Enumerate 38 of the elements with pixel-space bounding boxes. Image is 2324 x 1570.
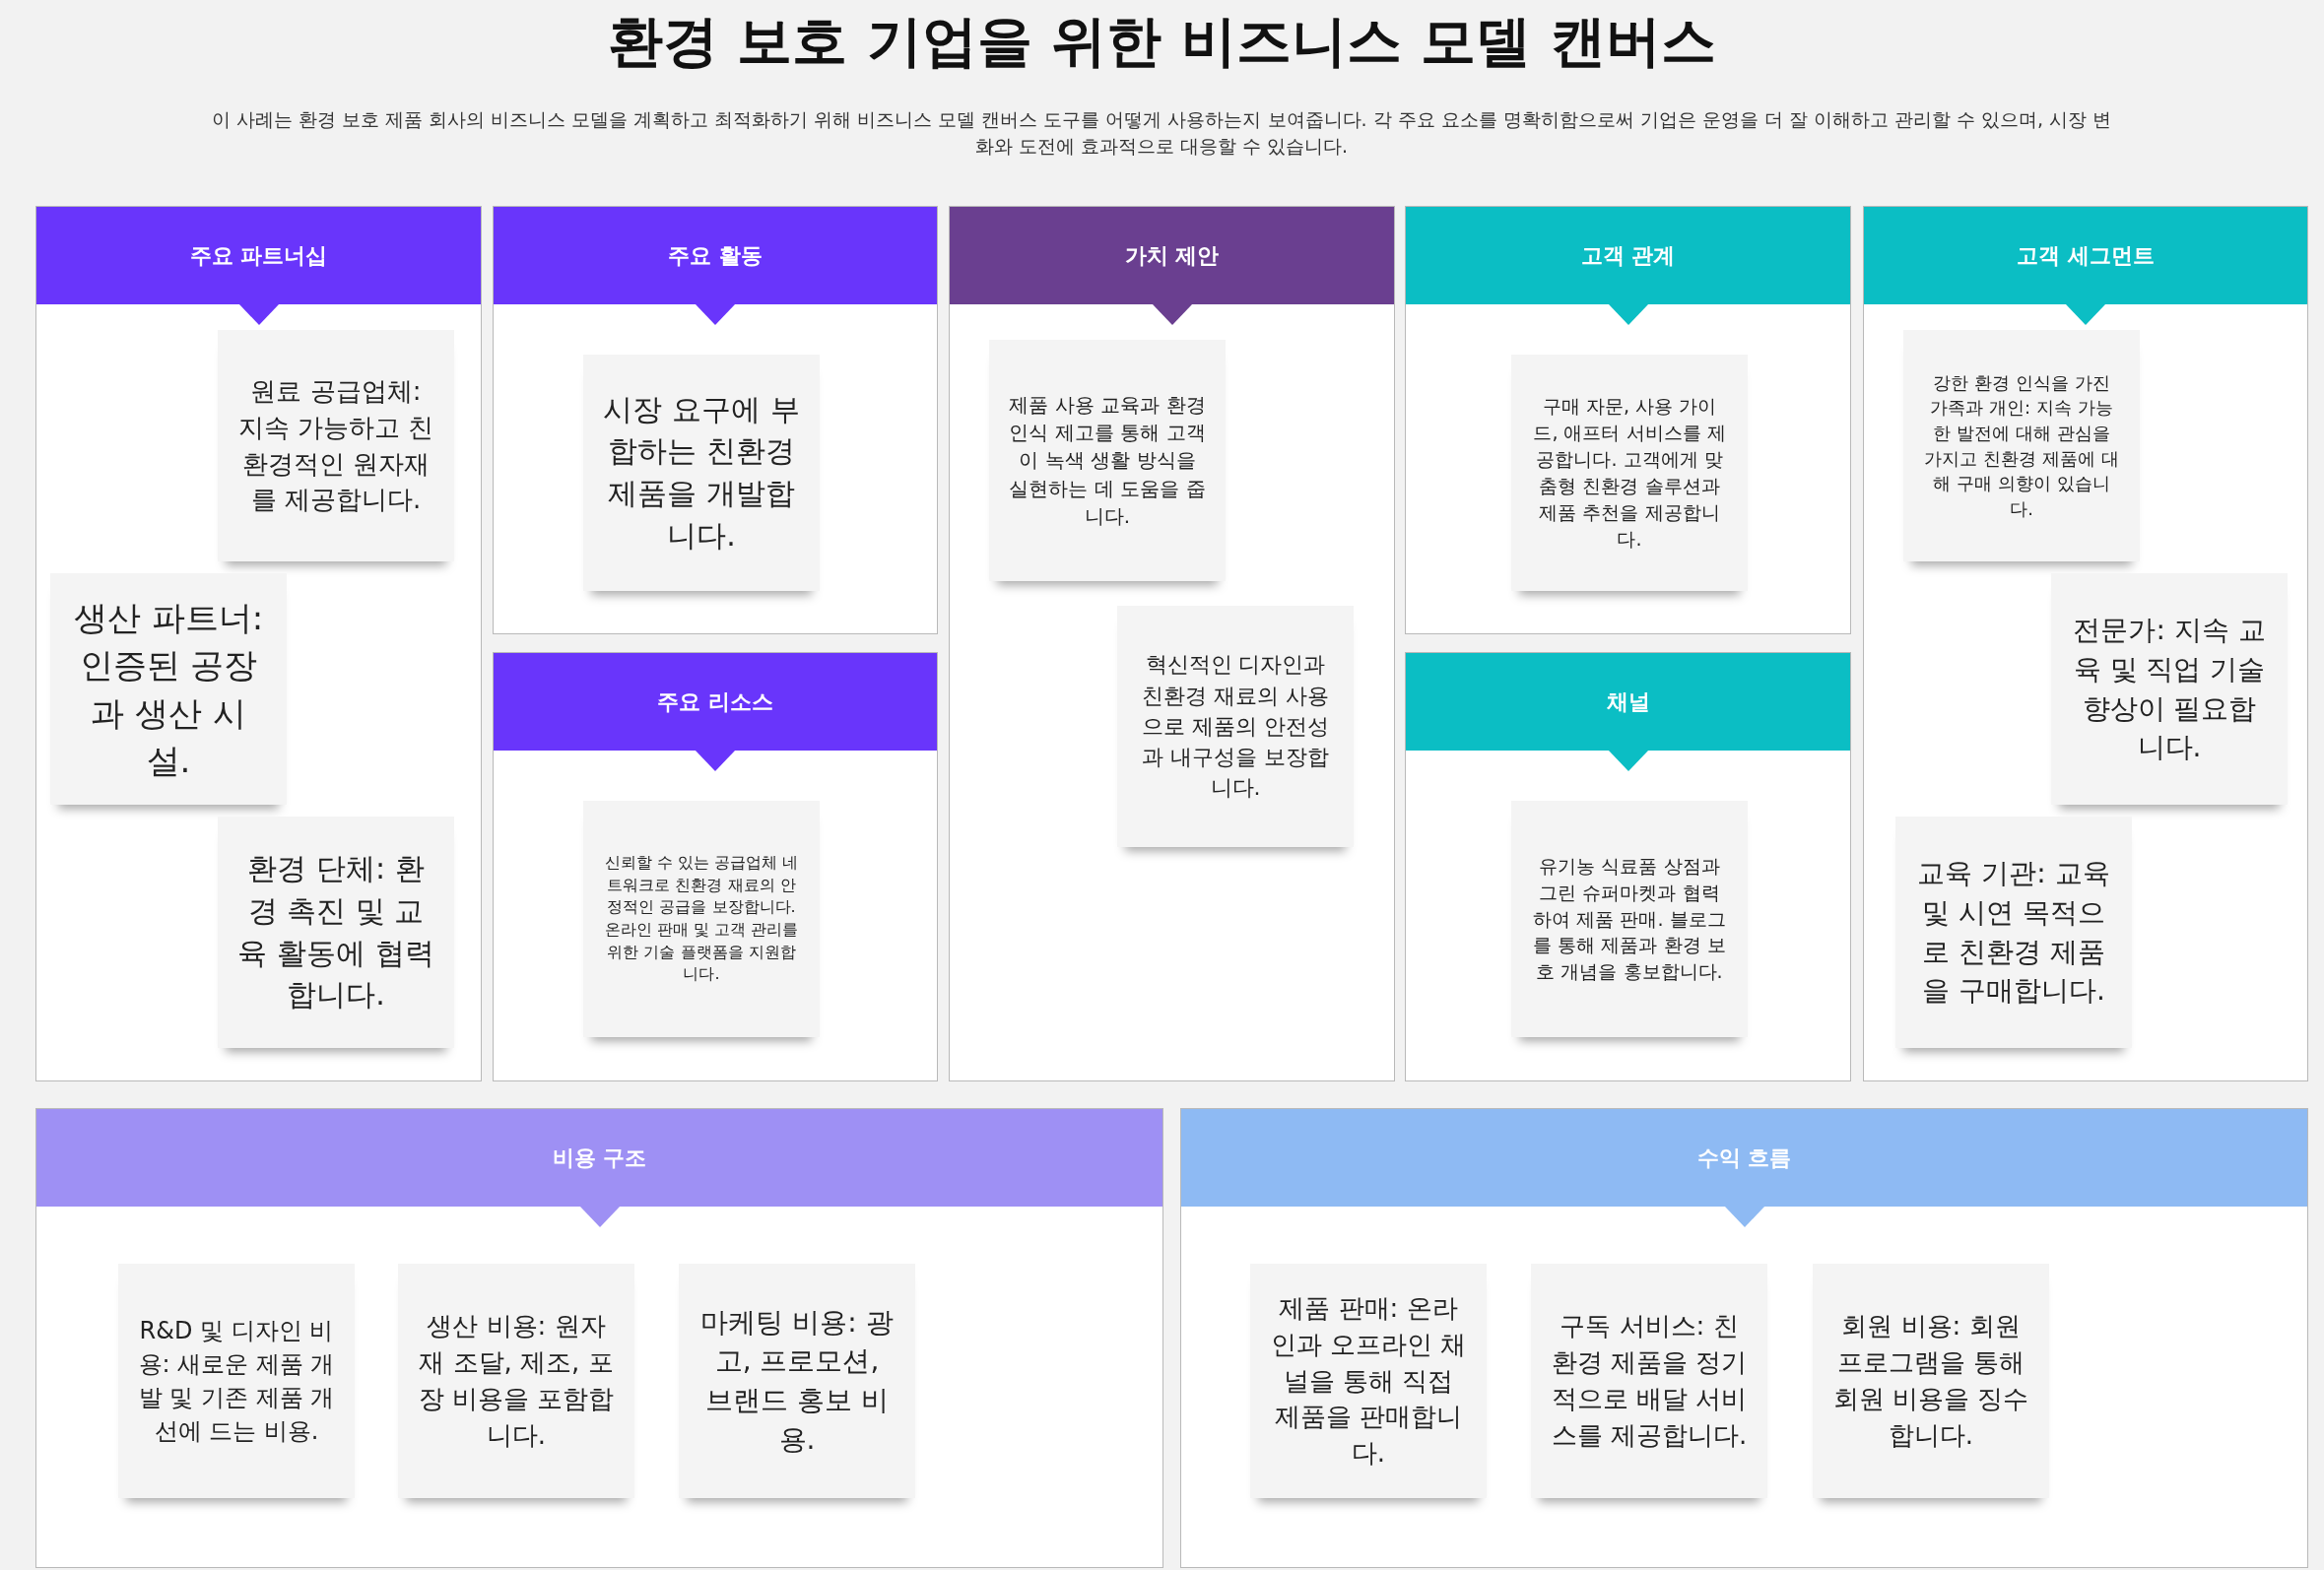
sticky-note: 회원 비용: 회원 프로그램을 통해 회원 비용을 징수합니다. bbox=[1813, 1264, 2049, 1498]
canvas-panel bbox=[1405, 206, 1851, 634]
canvas-panel bbox=[493, 206, 938, 634]
sticky-note: 신뢰할 수 있는 공급업체 네트워크로 친환경 재료의 안정적인 공급을 보장합니다. 온라인 판매 및 고객 관리를 위한 기술 플랫폼을 지원합니다. bbox=[583, 801, 820, 1037]
canvas-panel bbox=[1180, 1108, 2308, 1568]
sticky-note: 원료 공급업체: 지속 가능하고 친환경적인 원자재를 제공합니다. bbox=[218, 330, 454, 561]
canvas-panel bbox=[949, 206, 1395, 1081]
section-header: 주요 활동 bbox=[494, 207, 937, 304]
canvas-panel bbox=[1405, 652, 1851, 1081]
canvas-panel bbox=[1863, 206, 2308, 1081]
section-header: 주요 파트너십 bbox=[36, 207, 481, 304]
page-title: 환경 보호 기업을 위한 비즈니스 모델 캔버스 bbox=[608, 8, 1716, 75]
section-header: 채널 bbox=[1406, 653, 1850, 751]
sticky-note: 시장 요구에 부합하는 친환경 제품을 개발합니다. bbox=[583, 355, 820, 591]
canvas-panel bbox=[35, 1108, 1163, 1568]
sticky-note: 제품 사용 교육과 환경 인식 제고를 통해 고객이 녹색 생활 방식을 실현하는 데 도움을 줍니다. bbox=[989, 340, 1226, 581]
canvas-panel bbox=[35, 206, 482, 1081]
sticky-note: R&D 및 디자인 비용: 새로운 제품 개발 및 기존 제품 개선에 드는 비용. bbox=[118, 1264, 355, 1498]
sticky-note: 제품 판매: 온라인과 오프라인 채널을 통해 직접 제품을 판매합니다. bbox=[1250, 1264, 1487, 1498]
description-text: 이 사례는 환경 보호 제품 회사의 비즈니스 모델을 계획하고 최적화하기 위해 비즈니스 모델 캔버스 도구를 어떻게 사용하는지 보여줍니다. 각 주요 요소를 명확히함으로써 기업은 운영을 더 잘 이해하고 관리할 수 있으며, 시장 변화와 도전에 효과적으로 대응할 수 있습니다. bbox=[211, 107, 2112, 159]
section-header: 고객 관계 bbox=[1406, 207, 1850, 304]
sticky-note: 유기농 식료품 상점과 그린 슈퍼마켓과 협력하여 제품 판매. 블로그를 통해 제품과 환경 보호 개념을 홍보합니다. bbox=[1511, 801, 1748, 1037]
sticky-note: 전문가: 지속 교육 및 직업 기술 향상이 필요합니다. bbox=[2051, 573, 2288, 805]
section-header: 주요 리소스 bbox=[494, 653, 937, 751]
sticky-note: 혁신적인 디자인과 친환경 재료의 사용으로 제품의 안전성과 내구성을 보장합니다. bbox=[1117, 606, 1354, 847]
sticky-note: 생산 파트너: 인증된 공장과 생산 시설. bbox=[50, 573, 287, 805]
sticky-note: 환경 단체: 환경 촉진 및 교육 활동에 협력합니다. bbox=[218, 817, 454, 1048]
section-header: 가치 제안 bbox=[950, 207, 1394, 304]
sticky-note: 마케팅 비용: 광고, 프로모션, 브랜드 홍보 비용. bbox=[679, 1264, 915, 1498]
sticky-note: 교육 기관: 교육 및 시연 목적으로 친환경 제품을 구매합니다. bbox=[1895, 817, 2132, 1048]
section-header: 비용 구조 bbox=[36, 1109, 1162, 1207]
sticky-note: 구매 자문, 사용 가이드, 애프터 서비스를 제공합니다. 고객에게 맞춤형 친환경 솔루션과 제품 추천을 제공합니다. bbox=[1511, 355, 1748, 591]
sticky-note: 강한 환경 인식을 가진 가족과 개인: 지속 가능한 발전에 대해 관심을 가지고 친환경 제품에 대해 구매 의향이 있습니다. bbox=[1903, 330, 2140, 561]
section-header: 고객 세그먼트 bbox=[1864, 207, 2307, 304]
canvas-panel bbox=[493, 652, 938, 1081]
sticky-note: 생산 비용: 원자재 조달, 제조, 포장 비용을 포함합니다. bbox=[398, 1264, 634, 1498]
section-header: 수익 흐름 bbox=[1181, 1109, 2307, 1207]
sticky-note: 구독 서비스: 친환경 제품을 정기적으로 배달 서비스를 제공합니다. bbox=[1531, 1264, 1767, 1498]
